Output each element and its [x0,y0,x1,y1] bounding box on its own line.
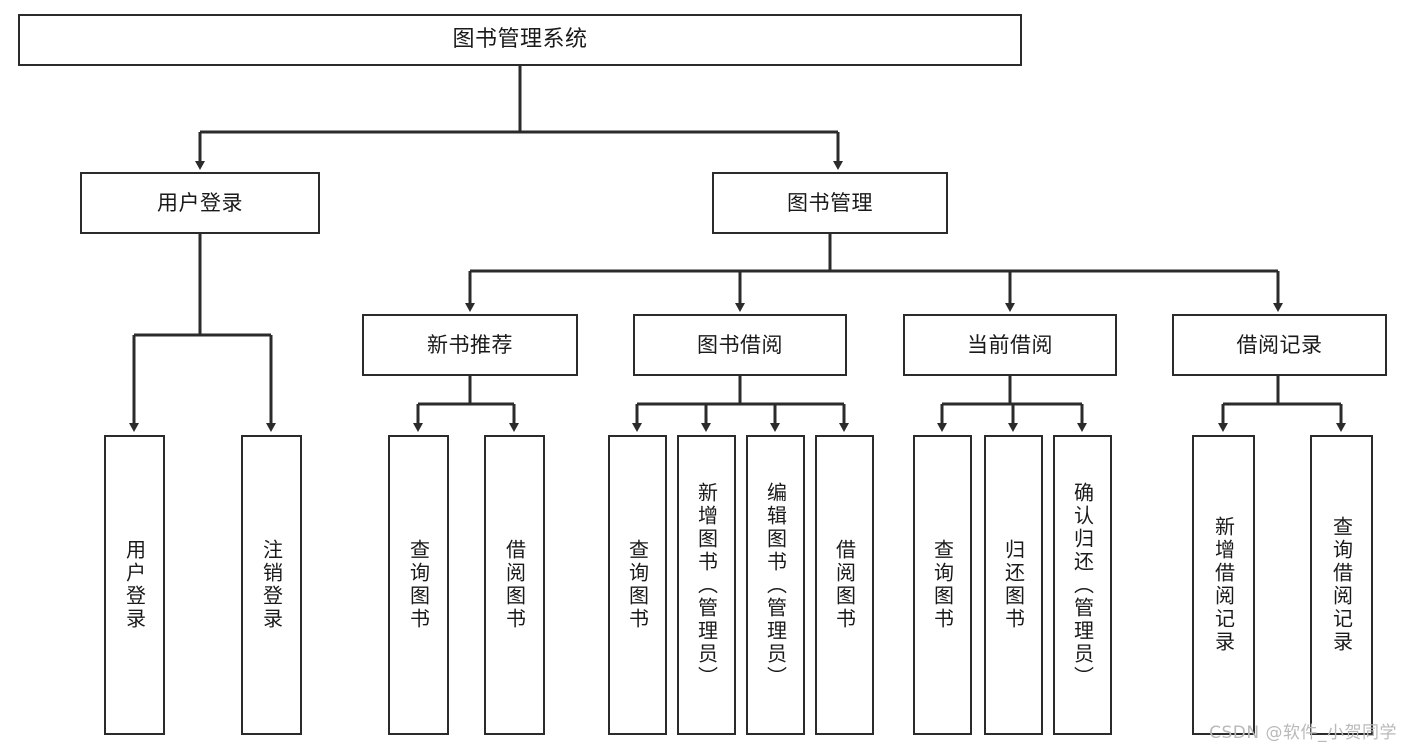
node-level3-current-borrow[interactable]: 当前借阅 [903,314,1117,376]
node-leaf-query-book-current[interactable]: 查询图书 [913,435,972,735]
node-level3-book-borrow[interactable]: 图书借阅 [633,314,847,376]
node-label: 借阅记录 [1236,332,1323,357]
node-label: 查询借阅记录 [1329,516,1354,654]
node-label: 确认归还（管理员） [1070,481,1095,689]
node-leaf-borrow-book[interactable]: 借阅图书 [815,435,874,735]
node-leaf-query-borrow-record[interactable]: 查询借阅记录 [1310,435,1373,735]
node-label: 图书借阅 [697,332,783,357]
node-label: 当前借阅 [967,332,1053,357]
node-leaf-return-book[interactable]: 归还图书 [984,435,1043,735]
node-label: 查询图书 [930,539,955,631]
node-label: 新增图书（管理员） [694,481,719,689]
node-root[interactable]: 图书管理系统 [18,14,1022,66]
node-label: 查询图书 [625,539,650,631]
node-label: 图书管理系统 [452,27,588,53]
node-leaf-user-login[interactable]: 用户登录 [104,435,165,735]
node-label: 归还图书 [1001,539,1026,631]
node-leaf-query-book-borrow[interactable]: 查询图书 [608,435,667,735]
node-label: 查询图书 [406,539,431,631]
node-label: 新书推荐 [427,332,513,357]
node-label: 借阅图书 [832,539,857,631]
node-leaf-user-logout[interactable]: 注销登录 [241,435,302,735]
node-label: 图书管理 [787,190,873,215]
node-leaf-query-book-recommend[interactable]: 查询图书 [388,435,449,735]
node-label: 编辑图书（管理员） [763,481,788,689]
node-leaf-add-borrow-record[interactable]: 新增借阅记录 [1192,435,1255,735]
node-leaf-edit-book-admin[interactable]: 编辑图书（管理员） [746,435,805,735]
node-level3-new-book-recommend[interactable]: 新书推荐 [362,314,578,376]
node-label: 新增借阅记录 [1211,516,1236,654]
node-label: 借阅图书 [502,539,527,631]
node-level2-book-management[interactable]: 图书管理 [712,172,948,234]
node-level2-user-login[interactable]: 用户登录 [80,172,320,234]
node-label: 用户登录 [122,539,147,631]
node-label: 用户登录 [157,190,243,215]
node-label: 注销登录 [259,539,284,631]
node-level3-borrow-record[interactable]: 借阅记录 [1172,314,1387,376]
node-leaf-borrow-book-recommend[interactable]: 借阅图书 [484,435,545,735]
node-leaf-add-book-admin[interactable]: 新增图书（管理员） [677,435,736,735]
node-leaf-confirm-return-admin[interactable]: 确认归还（管理员） [1053,435,1112,735]
